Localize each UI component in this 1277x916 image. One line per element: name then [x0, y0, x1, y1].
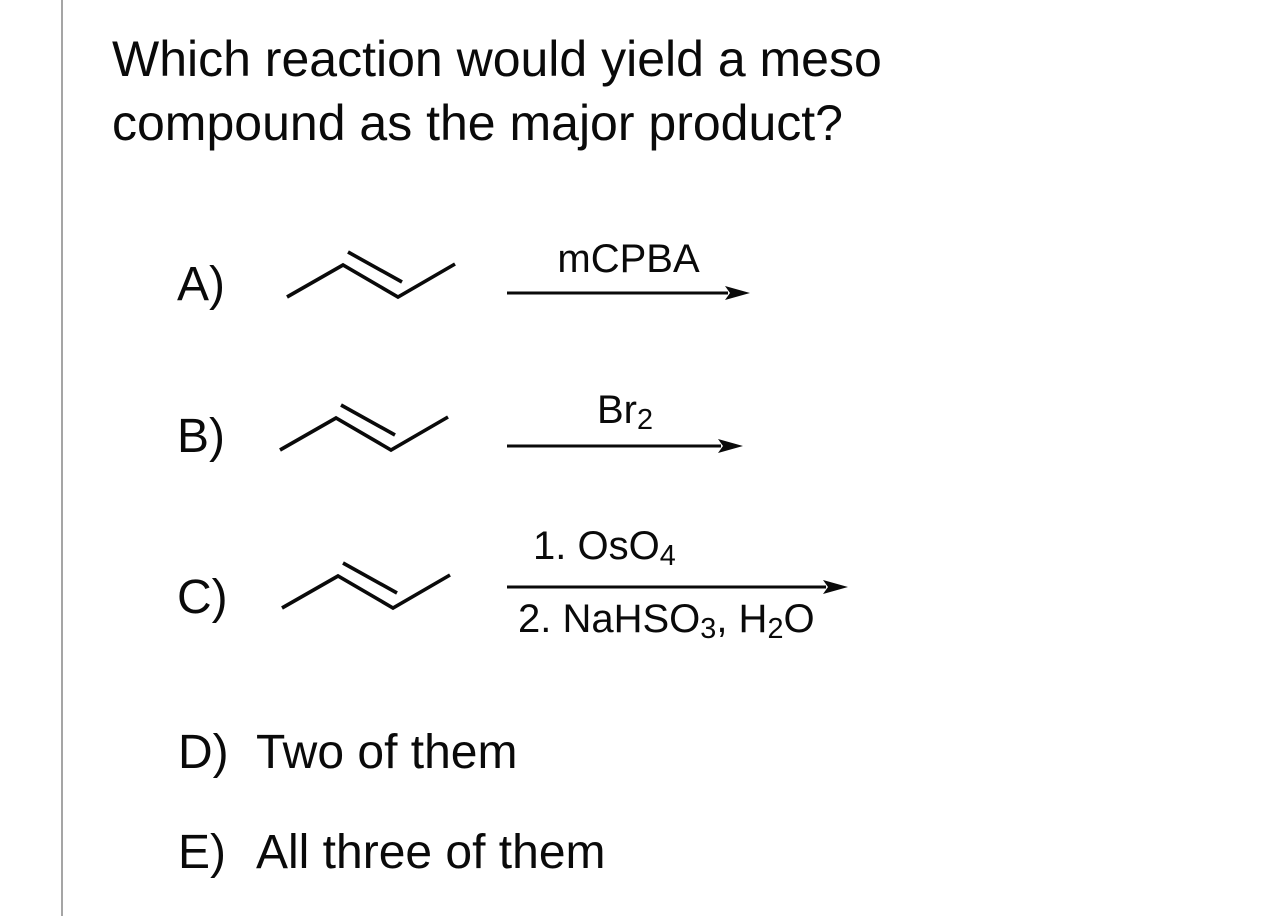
option-d-label: D) [178, 726, 229, 779]
reagent-text: 1. OsO [533, 524, 660, 568]
option-e-text: All three of them [256, 826, 606, 879]
arrow-head [823, 580, 848, 594]
double-bond-second-line [342, 561, 398, 595]
reagent-subscript: 4 [659, 540, 676, 573]
molecule-trans-2-butene-a [278, 244, 468, 304]
reagent-step2-label: 2. NaHSO3, H2O [518, 597, 815, 644]
option-b-label: B) [177, 410, 225, 463]
arrow-head [725, 286, 750, 300]
reagent-text: Br [596, 388, 637, 432]
reagent-text: 2. NaHSO [518, 597, 701, 641]
reaction-arrow-b [507, 438, 743, 454]
double-bond-second-line [340, 403, 396, 437]
question-title-line2: compound as the major product? [112, 95, 843, 151]
reagent-subscript: 3 [700, 613, 717, 646]
option-a-label: A) [177, 258, 225, 311]
option-e-label: E) [178, 826, 226, 879]
reagent-label-b: Br2 [507, 388, 743, 435]
reagent-step1-label: 1. OsO4 [533, 524, 676, 571]
reagent-subscript: 2 [767, 613, 784, 646]
carbon-skeleton-bond-lines [281, 573, 451, 611]
carbon-skeleton-bond-lines [286, 262, 456, 300]
reagent-text: , H [716, 597, 768, 641]
option-d-text: Two of them [256, 726, 518, 779]
reaction-arrow-a [507, 285, 750, 301]
reagent-label-a: mCPBA [507, 237, 750, 281]
reaction-arrow-c [507, 579, 848, 595]
question-title-line1: Which reaction would yield a meso [112, 31, 882, 87]
reagent-text: O [783, 597, 815, 641]
carbon-skeleton-bond-lines [279, 415, 449, 453]
left-border-line [61, 0, 63, 916]
double-bond-second-line [347, 250, 403, 284]
reagent-text: mCPBA [557, 237, 700, 281]
question-title: Which reaction would yield a meso compou… [112, 27, 882, 155]
molecule-trans-2-butene-c [273, 555, 463, 615]
reagent-subscript: 2 [636, 404, 653, 437]
option-c-label: C) [177, 571, 228, 624]
arrow-head [718, 439, 743, 453]
molecule-trans-2-butene-b [271, 397, 461, 457]
